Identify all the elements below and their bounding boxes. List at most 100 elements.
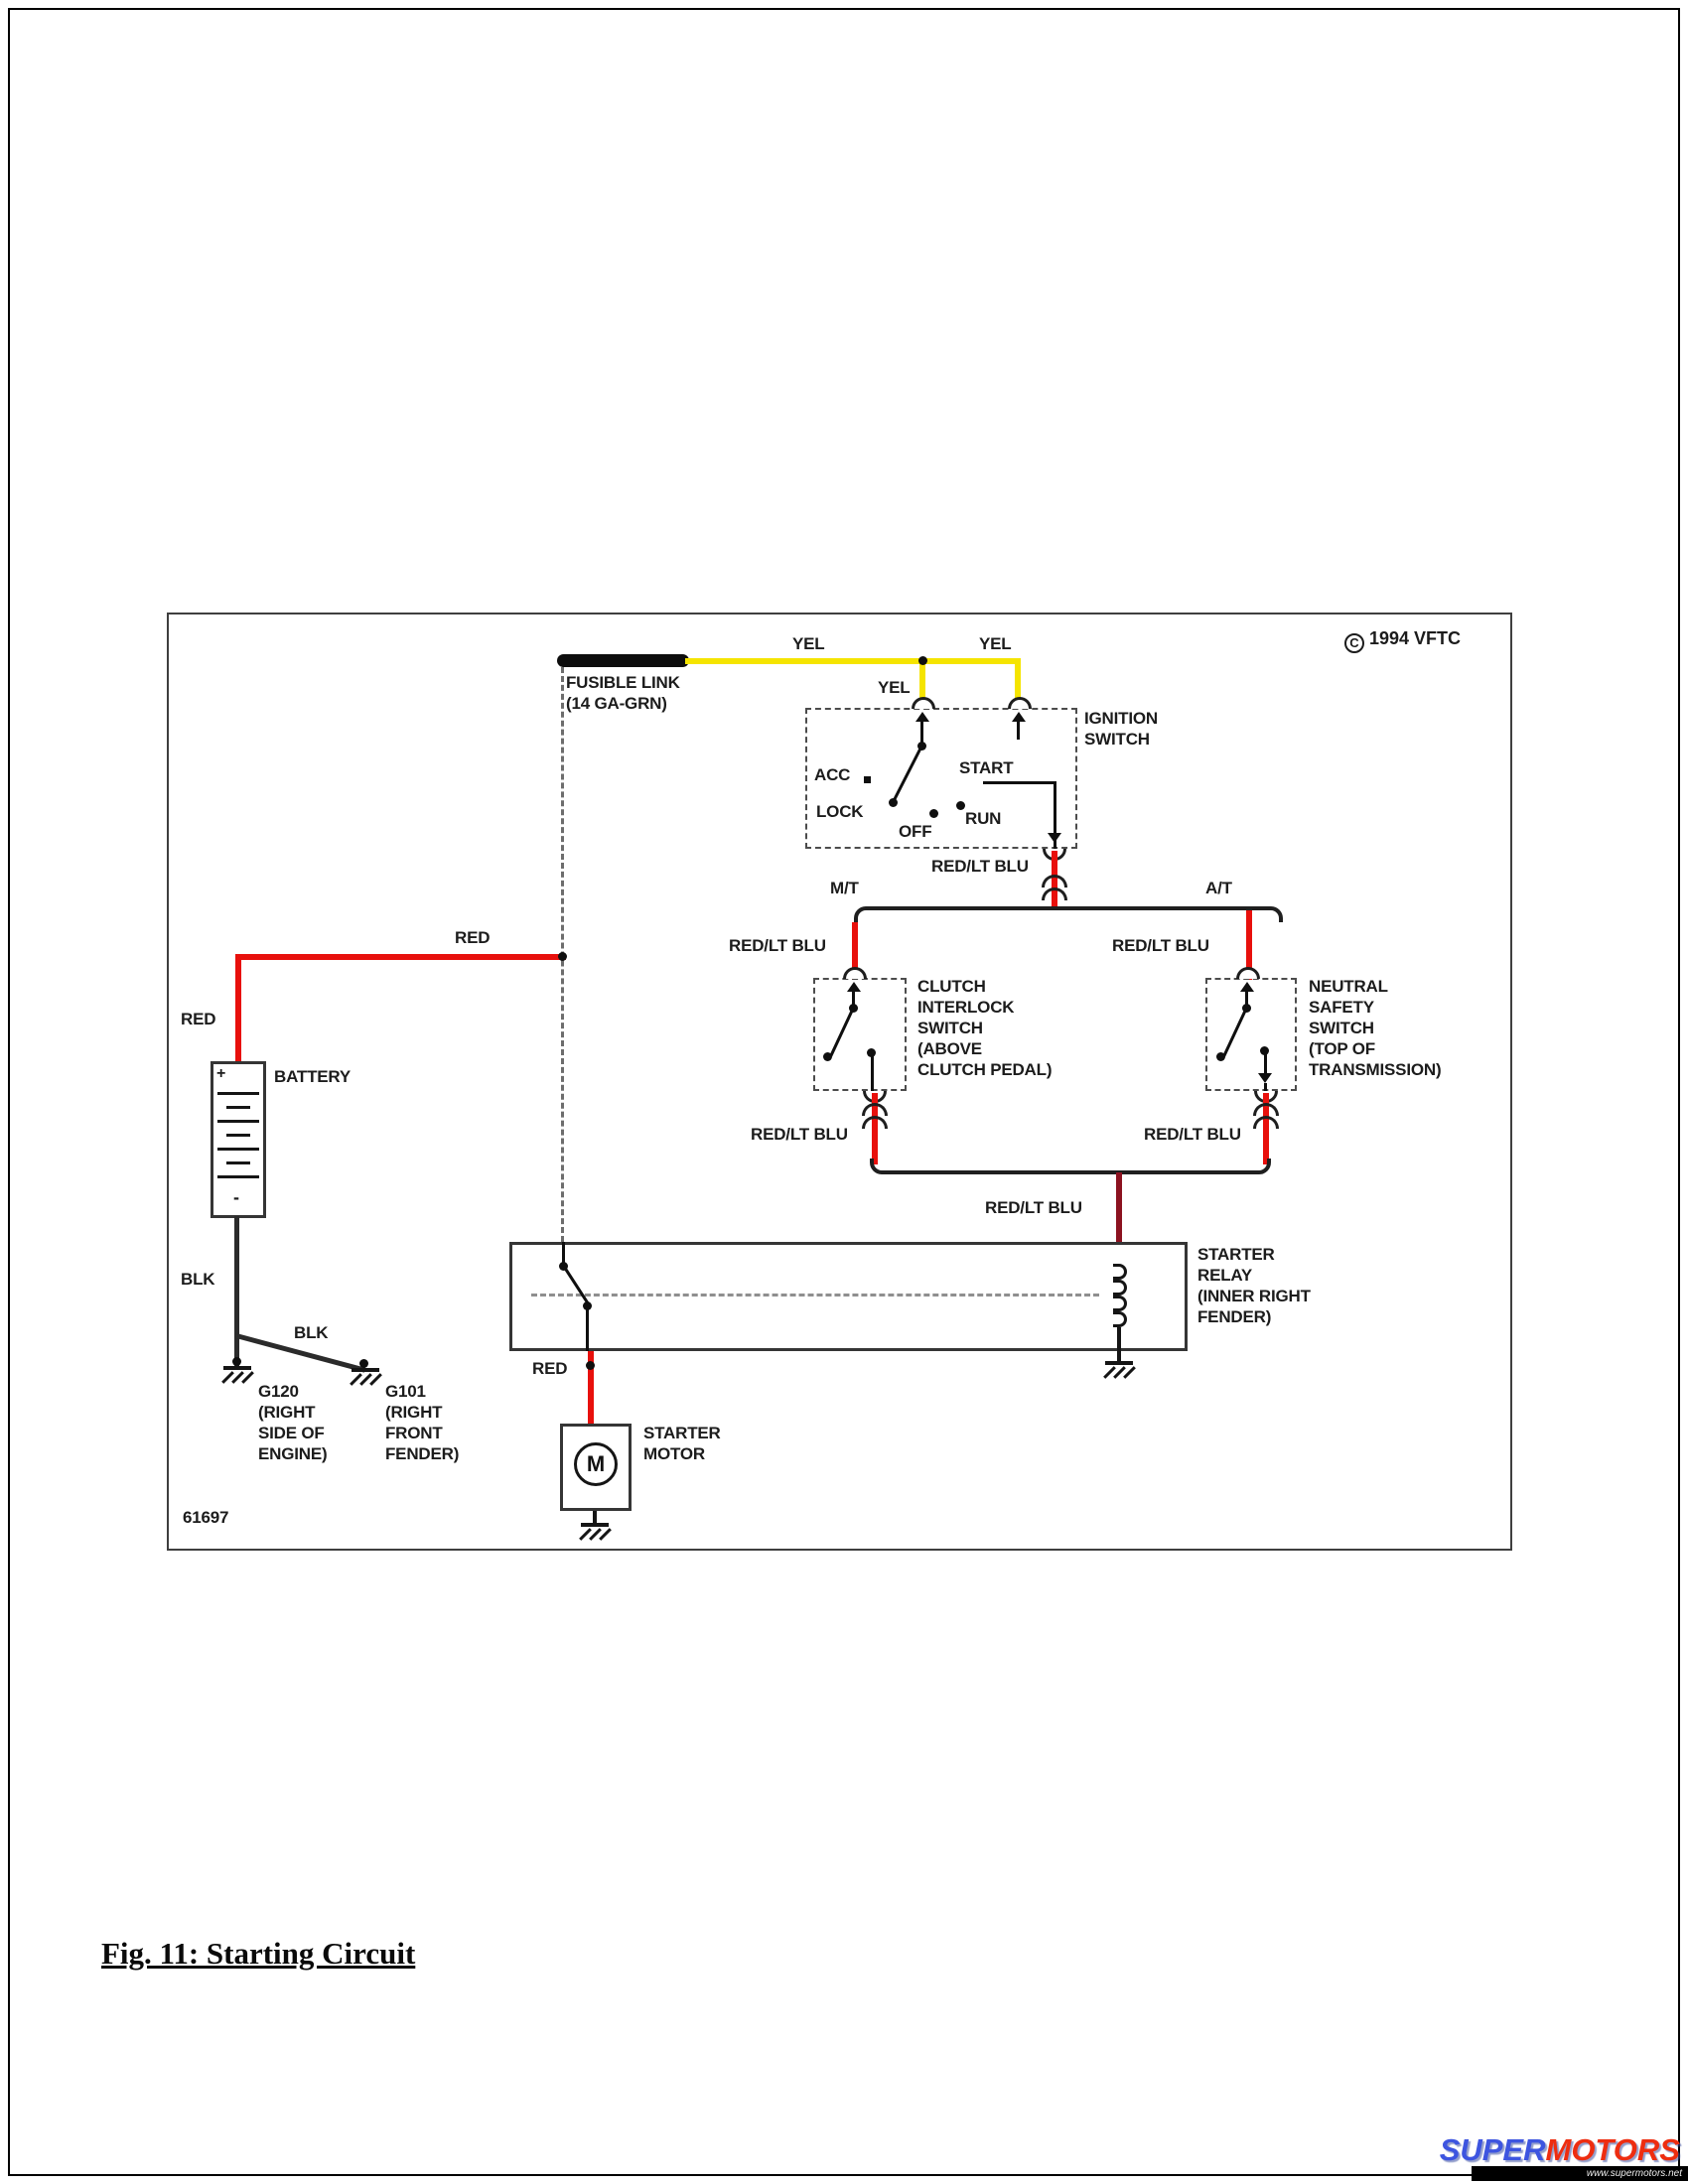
neutral-label-line2: SAFETY: [1309, 998, 1374, 1017]
run-label: RUN: [965, 809, 1002, 828]
g101-label-line2: (RIGHT: [385, 1403, 443, 1422]
g101-label-line4: FENDER): [385, 1444, 460, 1463]
ignition-connector-right: [1008, 697, 1032, 709]
off-contact-dot: [929, 809, 938, 818]
supermotors-logo: SUPERMOTORS: [1440, 2134, 1688, 2166]
clutch-entry-line: [852, 992, 855, 1008]
motor-ground-line: [593, 1511, 597, 1523]
relay-coil-loop-4: [1113, 1311, 1127, 1327]
yel-label-1: YEL: [792, 634, 825, 653]
relay-label-line2: RELAY: [1197, 1266, 1253, 1285]
battery-cell: [217, 1092, 259, 1095]
yellow-junction-dot: [918, 656, 927, 665]
ignition-switch-box: [805, 708, 1077, 849]
relay-contact-feed-line: [562, 1242, 565, 1268]
clutch-plug-arc-2: [862, 1116, 888, 1129]
neutral-label-line4: (TOP OF: [1309, 1039, 1375, 1058]
neutral-label-line3: SWITCH: [1309, 1019, 1374, 1037]
g120-dot: [232, 1357, 241, 1366]
redltblu-label-neutral-out: RED/LT BLU: [1144, 1125, 1241, 1144]
battery-cell: [226, 1134, 250, 1137]
supermotors-watermark: SUPERMOTORS www.supermotors.net: [1440, 2134, 1688, 2181]
logo-motors-text: MOTORS: [1545, 2132, 1681, 2167]
clutch-label-line5: CLUTCH PEDAL): [917, 1060, 1053, 1079]
g101-dot: [359, 1359, 368, 1368]
ignition-output-plug-arc-2: [1042, 887, 1067, 900]
ignition-entry-line-left: [920, 722, 923, 746]
acc-contact: [864, 776, 871, 783]
relay-label-line1: STARTER: [1197, 1245, 1275, 1264]
at-branch-red-wire: [1246, 910, 1252, 980]
clutch-interlock-switch-label: CLUTCH INTERLOCK SWITCH (ABOVE CLUTCH PE…: [917, 976, 1052, 1080]
ignition-entry-arrow-right: [1012, 712, 1026, 722]
relay-label-line4: FENDER): [1197, 1307, 1272, 1326]
battery-black-wire: [234, 1216, 239, 1367]
logo-super-text: SUPER: [1439, 2132, 1546, 2167]
acc-label: ACC: [814, 765, 851, 784]
starter-relay-box: [509, 1242, 1188, 1351]
yellow-wire-drop-left: [919, 664, 925, 708]
main-red-wire-horizontal: [238, 954, 566, 960]
relay-to-motor-red-wire: [588, 1351, 594, 1425]
blk-label-2: BLK: [294, 1323, 329, 1342]
neutral-label-line1: NEUTRAL: [1309, 977, 1388, 996]
mt-branch-red-wire: [852, 922, 858, 980]
clutch-output-red-wire: [872, 1093, 878, 1164]
split-bus: [854, 906, 1283, 922]
page-border: [8, 8, 1680, 2176]
red-label-motor: RED: [532, 1359, 568, 1378]
relay-coil-loop-1: [1113, 1264, 1127, 1280]
neutral-label-line5: TRANSMISSION): [1309, 1060, 1442, 1079]
battery-red-wire-vertical: [235, 954, 241, 1063]
blk-label-1: BLK: [181, 1270, 215, 1289]
off-label: OFF: [899, 822, 932, 841]
battery-plus: +: [216, 1065, 226, 1082]
starter-motor-circle: M: [574, 1442, 618, 1486]
clutch-label-line1: CLUTCH: [917, 977, 986, 996]
copyright-icon: C: [1344, 633, 1364, 653]
motor-label-line1: STARTER: [643, 1424, 721, 1442]
relay-coil-ground-line: [1117, 1327, 1121, 1361]
clutch-lower-contact-dot: [823, 1052, 832, 1061]
rejoin-bus: [870, 1159, 1271, 1174]
run-contact-dot: [956, 801, 965, 810]
yel-label-2: YEL: [979, 634, 1012, 653]
g120-label-line2: (RIGHT: [258, 1403, 316, 1422]
starter-motor-box: M: [560, 1424, 632, 1511]
relay-internal-dashed-line: [531, 1294, 1099, 1297]
clutch-label-line2: INTERLOCK: [917, 998, 1015, 1017]
redltblu-label-at: RED/LT BLU: [1112, 936, 1209, 955]
clutch-entry-arrow: [847, 982, 861, 992]
redltblu-label-relay: RED/LT BLU: [985, 1198, 1082, 1217]
battery-cell: [226, 1106, 250, 1109]
supermotors-url-bar: www.supermotors.net: [1472, 2166, 1688, 2181]
clutch-interlock-switch-box: [813, 978, 907, 1091]
fusible-link-label: FUSIBLE LINK (14 GA-GRN): [566, 672, 680, 714]
clutch-plug-arc-1: [862, 1103, 888, 1116]
neutral-safety-switch-label: NEUTRAL SAFETY SWITCH (TOP OF TRANSMISSI…: [1309, 976, 1442, 1080]
battery-label: BATTERY: [274, 1067, 351, 1086]
clutch-label-line3: SWITCH: [917, 1019, 983, 1037]
neutral-entry-arrow: [1240, 982, 1254, 992]
relay-label-line3: (INNER RIGHT: [1197, 1287, 1311, 1305]
neutral-exit-line2: [1264, 1083, 1267, 1091]
red-label-main: RED: [455, 928, 491, 947]
motor-label-line2: MOTOR: [643, 1444, 705, 1463]
lock-label: LOCK: [816, 802, 864, 821]
neutral-connector: [1236, 967, 1260, 979]
figure-caption: Fig. 11: Starting Circuit: [101, 1936, 416, 1971]
battery-cell: [226, 1161, 250, 1164]
ignition-output-line-h: [983, 781, 1056, 784]
red-feed-junction-dot: [558, 952, 567, 961]
yel-label-3: YEL: [878, 678, 911, 697]
g101-label-line3: FRONT: [385, 1424, 443, 1442]
redltblu-label-ignition: RED/LT BLU: [931, 857, 1029, 876]
battery-cell: [217, 1175, 259, 1178]
neutral-output-red-wire: [1263, 1093, 1269, 1164]
yellow-wire-drop-right: [1015, 664, 1021, 708]
fusible-link-symbol: [557, 654, 689, 667]
lock-contact-dot: [889, 798, 898, 807]
neutral-entry-line: [1245, 992, 1248, 1008]
diagram-number: 61697: [183, 1508, 229, 1527]
